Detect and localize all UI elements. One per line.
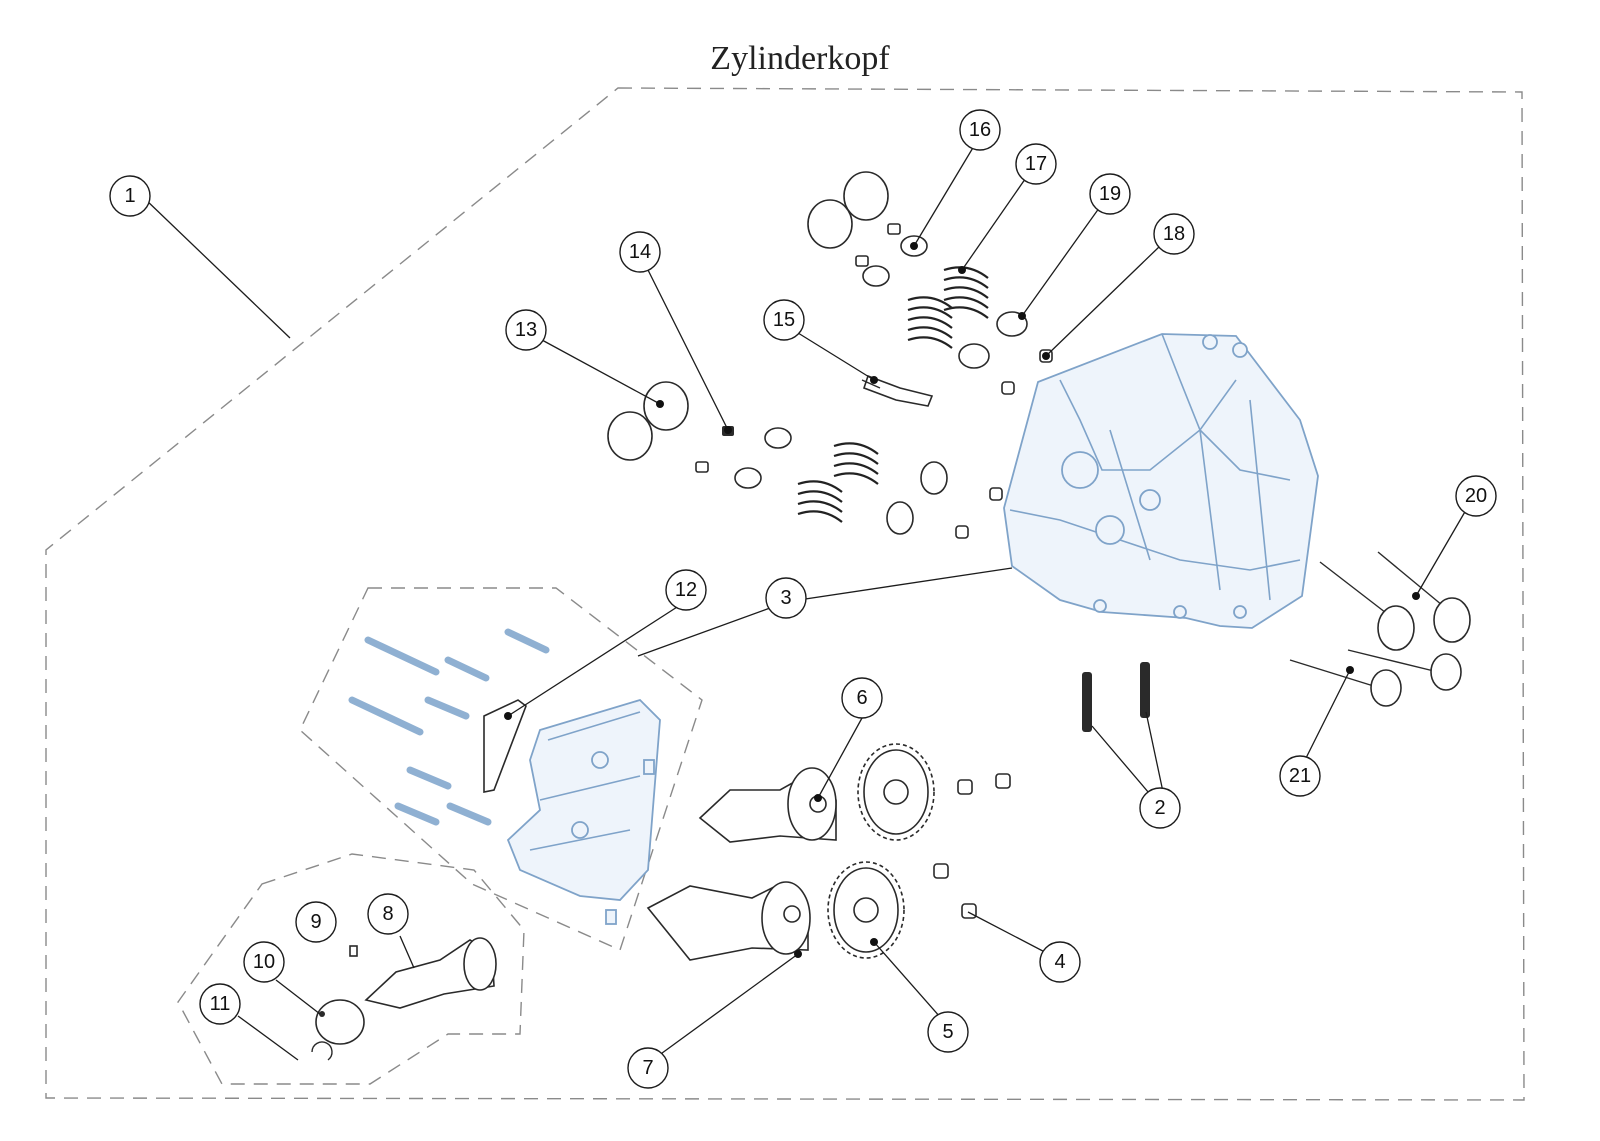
callout-20: 20	[1455, 475, 1497, 517]
callout-15: 15	[763, 299, 805, 341]
decompressor-camshaft	[364, 937, 497, 1009]
bolt-set	[348, 628, 550, 826]
cylinder-studs	[1082, 662, 1150, 732]
cylinder-head	[1003, 333, 1319, 629]
cam-sprockets	[827, 743, 935, 959]
callout-18: 18	[1153, 213, 1195, 255]
callout-10: 10	[243, 941, 285, 983]
spring-seats	[886, 311, 1028, 535]
spring-retainers	[734, 235, 928, 489]
callout-label: 2	[1154, 797, 1165, 819]
valve-tappets	[607, 171, 889, 461]
leader-lines	[143, 145, 1467, 1061]
callout-6: 6	[841, 677, 883, 719]
intake-camshaft	[698, 767, 837, 843]
callout-label: 9	[310, 911, 321, 933]
callout-label: 7	[642, 1057, 653, 1079]
assembly-frame	[45, 87, 1525, 1101]
callout-1: 1	[109, 175, 151, 217]
diagram-title: Zylinderkopf	[710, 40, 890, 77]
decomp-group-frame	[177, 853, 525, 1085]
callout-label: 3	[780, 587, 791, 609]
callout-12: 12	[665, 569, 707, 611]
callout-label: 20	[1465, 485, 1487, 507]
callout-label: 21	[1289, 765, 1311, 787]
callout-label: 17	[1025, 153, 1047, 175]
callout-label: 5	[942, 1021, 953, 1043]
dowel-pin	[349, 945, 358, 957]
callout-5: 5	[927, 1011, 969, 1053]
callout-2: 2	[1139, 787, 1181, 829]
callout-label: 14	[629, 241, 651, 263]
exhaust-valves	[1289, 649, 1462, 707]
callout-label: 19	[1099, 183, 1121, 205]
callout-3: 3	[765, 577, 807, 619]
callout-14: 14	[619, 231, 661, 273]
callout-label: 13	[515, 319, 537, 341]
circlip	[311, 1041, 333, 1061]
leader-dots	[504, 242, 1420, 958]
callout-label: 12	[675, 579, 697, 601]
callout-label: 10	[253, 951, 275, 973]
callout-8: 8	[367, 893, 409, 935]
exhaust-camshaft	[646, 881, 811, 961]
callout-13: 13	[505, 309, 547, 351]
callout-19: 19	[1089, 173, 1131, 215]
callout-label: 4	[1054, 951, 1065, 973]
callout-label: 8	[382, 903, 393, 925]
sprocket-bolts	[933, 773, 1011, 919]
callout-label: 18	[1163, 223, 1185, 245]
spark-plug	[861, 374, 934, 407]
valve-springs	[797, 266, 989, 523]
callout-17: 17	[1015, 143, 1057, 185]
callout-4: 4	[1039, 941, 1081, 983]
callout-label: 15	[773, 309, 795, 331]
callout-7: 7	[627, 1047, 669, 1089]
callout-21: 21	[1279, 755, 1321, 797]
chain-guide	[483, 699, 527, 793]
callout-label: 16	[969, 119, 991, 141]
valve-cotters	[695, 223, 901, 473]
decompressor-weight	[315, 999, 365, 1045]
intake-valves	[1319, 551, 1471, 651]
camshaft-holder	[506, 698, 661, 925]
callout-16: 16	[959, 109, 1001, 151]
callout-label: 1	[124, 185, 135, 207]
callout-11: 11	[199, 983, 241, 1025]
callout-9: 9	[295, 901, 337, 943]
camholder-group-frame	[299, 587, 703, 951]
callout-label: 11	[210, 993, 231, 1015]
callout-label: 6	[856, 687, 867, 709]
